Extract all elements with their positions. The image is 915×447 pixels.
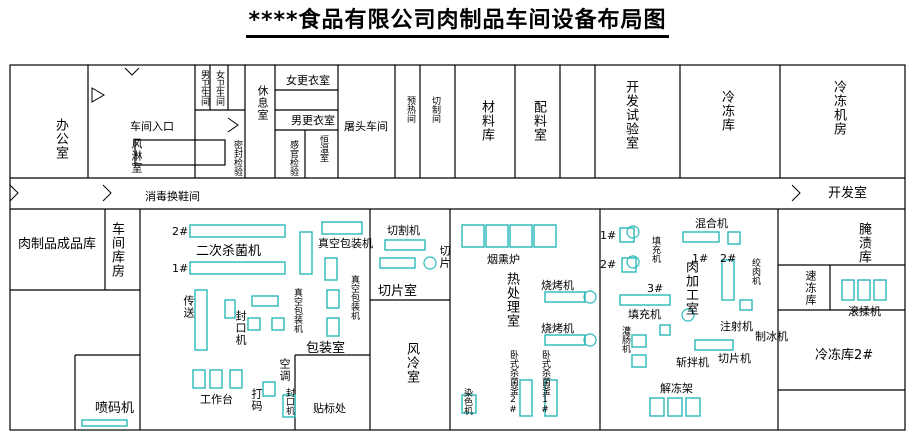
coder-label: 打码 — [250, 388, 263, 412]
room-seasoning: 配料室 — [531, 100, 546, 142]
room-seal-lab: 密封检验 — [232, 140, 242, 176]
process-1-num: 1# — [692, 252, 709, 265]
room-rest: 休息室 — [256, 85, 269, 121]
room-male-change: 男更衣室 — [291, 114, 335, 127]
vacuum-packer-mid: 真空包装机 — [292, 288, 302, 333]
filler3-num: 3# — [647, 282, 664, 295]
line-2-label: 2# — [172, 225, 189, 238]
conveyor-label: 传送 — [182, 295, 195, 319]
filler-label: 填充机 — [650, 236, 660, 263]
sealer-label: 封口机 — [234, 310, 247, 346]
room-office: 办公室 — [53, 118, 68, 160]
line-1-label: 1# — [172, 262, 189, 275]
thaw-rack-label: 解冻架 — [660, 382, 693, 395]
workbench-label: 工作台 — [200, 393, 233, 406]
room-temp-control: 恒温室 — [318, 135, 328, 162]
smokehouse-label: 烟熏炉 — [487, 253, 520, 266]
room-finished-goods: 肉制品成品库 — [18, 237, 97, 252]
aircon-label: 空调 — [278, 358, 291, 382]
vacuum-packer-top: 真空包装机 — [318, 237, 373, 250]
room-sterilizer: 二次杀菌机 — [196, 244, 262, 259]
room-curing: 腌渍库 — [856, 222, 871, 264]
room-freezer2: 冷冻库2# — [815, 348, 874, 363]
room-freezer-machine: 冷冻机房 — [831, 80, 846, 136]
door-icon — [102, 184, 112, 202]
door-icon — [227, 117, 239, 133]
outer-wall — [9, 64, 906, 431]
door-icon — [9, 184, 19, 202]
vacuum-packer-right: 真空包装机 — [349, 275, 359, 320]
sterilizer-kettle-2: 卧式杀菌釜2# — [508, 350, 518, 415]
mixer-label: 混合机 — [695, 217, 728, 230]
page-title: ****食品有限公司肉制品车间设备布局图 — [246, 7, 669, 38]
slicer-label: 切片 — [438, 245, 451, 269]
sealer2-label: 封口机 — [284, 388, 294, 415]
room-wind-shower: 风淋室 — [130, 138, 143, 174]
mincer-label: 绞肉机 — [750, 258, 760, 285]
room-slicing: 切片室 — [378, 284, 418, 299]
dyeing-label: 染色机 — [462, 388, 472, 415]
room-slaughter: 屠头车间 — [344, 120, 388, 133]
room-quick-freeze: 速冻库 — [804, 270, 817, 306]
filler-2-num: 2# — [600, 258, 617, 271]
corridor-label: 消毒换鞋间 — [145, 190, 200, 203]
slicer2-label: 切片机 — [718, 352, 751, 365]
filler2-label: 填充机 — [628, 308, 661, 321]
room-preheat: 预热间 — [405, 96, 415, 123]
tumbler-label: 滚揉机 — [848, 305, 881, 318]
room-dev: 开发室 — [828, 186, 868, 201]
room-cut: 切制间 — [430, 96, 440, 123]
room-sensory-lab: 感官检验 — [288, 140, 298, 176]
room-heat: 热处理室 — [504, 272, 519, 328]
room-wind-cool: 风冷室 — [404, 342, 419, 384]
process-2-num: 2# — [720, 252, 737, 265]
room-toilet-male: 男卫生间 — [199, 70, 209, 106]
door-icon — [124, 67, 140, 76]
oven2-label: 烧烤机 — [541, 322, 574, 335]
room-process: 肉加工室 — [683, 260, 698, 316]
injector-label: 注射机 — [720, 320, 753, 333]
room-spray: 喷码机 — [95, 401, 135, 416]
blender-label: 斩拌机 — [676, 356, 709, 369]
title-bar: ****食品有限公司肉制品车间设备布局图 — [0, 2, 915, 42]
room-female-change: 女更衣室 — [286, 74, 330, 87]
door-icon — [791, 184, 801, 202]
room-toilet-female: 女卫生间 — [214, 70, 224, 106]
room-packing: 包装室 — [306, 341, 346, 356]
room-freezer: 冷冻库 — [719, 90, 734, 132]
enema-label: 灌肠机 — [620, 326, 630, 353]
sterilizer-kettle-1: 卧式杀菌釜1# — [540, 350, 550, 415]
filler-1-num: 1# — [600, 229, 617, 242]
oven1-label: 烧烤机 — [541, 279, 574, 292]
door-icon — [91, 87, 105, 103]
labeler-label: 贴标处 — [313, 402, 346, 415]
room-entrance: 车间入口 — [130, 120, 174, 133]
room-workshop-store: 车间库房 — [109, 222, 124, 278]
room-rd-lab: 开发试验室 — [623, 80, 638, 150]
ice-maker-label: 制冰机 — [755, 330, 788, 343]
cutter-label: 切割机 — [387, 224, 420, 237]
room-material: 材料库 — [479, 100, 494, 142]
